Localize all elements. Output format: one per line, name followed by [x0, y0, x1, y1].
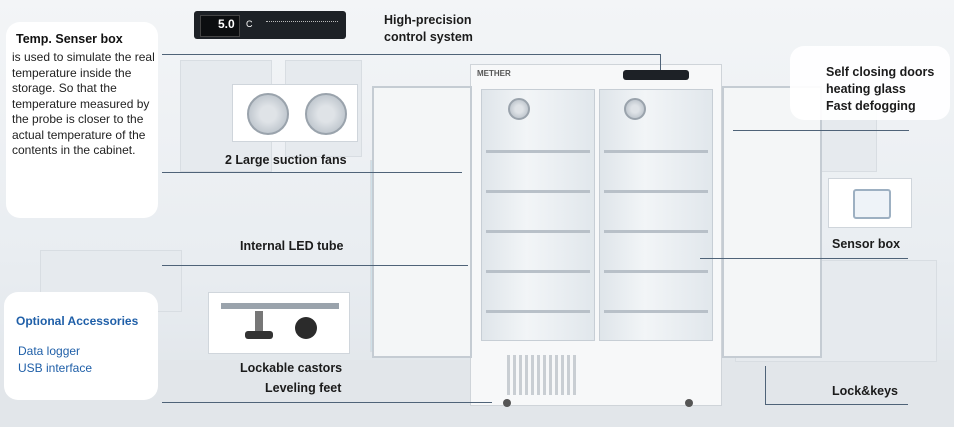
- vent-grille: [507, 355, 577, 395]
- right-door-open[interactable]: [722, 86, 822, 358]
- sensor-box-closeup: [828, 178, 912, 228]
- shelf: [604, 190, 708, 193]
- label-led: Internal LED tube: [240, 239, 344, 253]
- label-lock: Lock&keys: [832, 384, 899, 398]
- callout-line-lock: [765, 404, 908, 405]
- shelf: [486, 230, 590, 233]
- accessory-item: Data logger: [18, 344, 81, 358]
- callout-line-doors: [733, 130, 909, 131]
- shelf: [604, 150, 708, 153]
- callout-line-sensor: [700, 258, 908, 259]
- castor: [685, 399, 693, 407]
- left-door-open[interactable]: [372, 86, 472, 358]
- fan-icon: [305, 93, 347, 135]
- fan-icon: [624, 98, 646, 120]
- control-buttons: [266, 21, 338, 30]
- accessory-item: USB interface: [18, 361, 93, 375]
- label-fans: 2 Large suction fans: [225, 153, 347, 167]
- temperature-display: 5.0 C: [194, 11, 346, 39]
- callout-line-control: [162, 54, 660, 55]
- castor: [503, 399, 511, 407]
- shelf: [486, 310, 590, 313]
- accessories-card: Optional Accessories Data logger USB int…: [4, 292, 158, 400]
- left-glass-chamber: [481, 89, 595, 341]
- temperature-unit: C: [246, 19, 253, 29]
- callout-line-led: [162, 265, 468, 266]
- temperature-value: 5.0: [218, 17, 235, 31]
- callout-line-control-v: [660, 54, 661, 70]
- shelf: [604, 230, 708, 233]
- callout-line-feet: [162, 402, 492, 403]
- refrigerator: METHER: [470, 64, 722, 407]
- label-doors: Self closing doors heating glass Fast de…: [826, 65, 935, 113]
- fan-icon: [508, 98, 530, 120]
- sensor-card-title: Temp. Senser box: [16, 32, 123, 46]
- castor-closeup: [208, 292, 350, 354]
- callout-line-lock-v: [765, 366, 766, 404]
- callout-line-fans: [162, 172, 462, 173]
- brand-logo: METHER: [477, 69, 511, 78]
- label-control: High-precision control system: [384, 13, 473, 44]
- fan-closeup: [232, 84, 358, 142]
- doors-card: [790, 46, 950, 120]
- shelf: [486, 190, 590, 193]
- sensor-info-card: Temp. Senser box is used to simulate the…: [6, 22, 158, 218]
- shelf: [604, 310, 708, 313]
- label-feet: Leveling feet: [265, 381, 342, 395]
- accessories-title: Optional Accessories: [16, 314, 139, 328]
- label-castors: Lockable castors: [240, 361, 343, 375]
- label-sensor-box: Sensor box: [832, 237, 901, 251]
- shelf: [486, 270, 590, 273]
- fan-icon: [247, 93, 289, 135]
- sensor-card-body: is used to simulate the real temperature…: [12, 50, 155, 157]
- shelf: [604, 270, 708, 273]
- control-panel: [623, 70, 689, 80]
- shelf: [486, 150, 590, 153]
- right-glass-chamber: [599, 89, 713, 341]
